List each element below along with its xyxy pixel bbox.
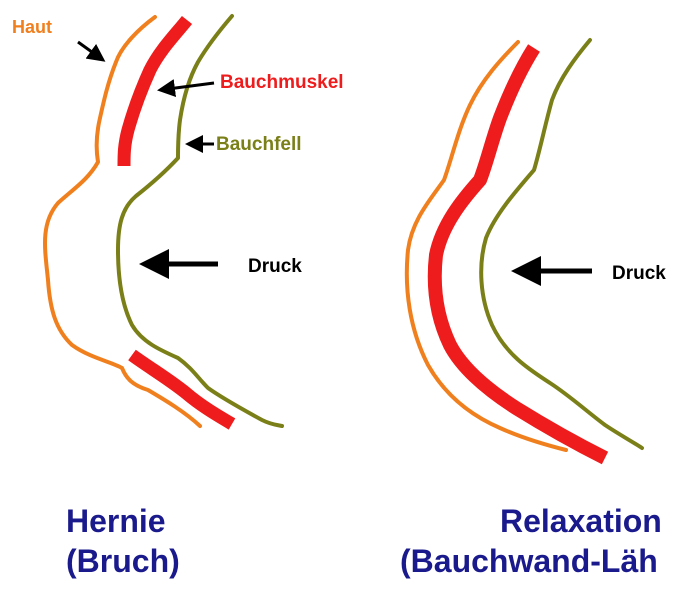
muscle-line-right (435, 48, 605, 458)
caption-left-line1: Hernie (66, 502, 166, 540)
hernia-diagram: Haut Bauchmuskel Bauchfell Druck (12, 16, 344, 426)
pressure-label-right: Druck (612, 263, 666, 284)
caption-right-line1: Relaxation (500, 502, 662, 540)
relaxation-diagram: Druck (407, 40, 666, 458)
pressure-label-left: Druck (248, 256, 302, 277)
peritoneum-label: Bauchfell (216, 134, 302, 155)
muscle-label: Bauchmuskel (220, 72, 344, 93)
caption-right-line2: (Bauchwand-Läh (400, 542, 658, 580)
skin-label: Haut (12, 17, 52, 37)
caption-left-line2: (Bruch) (66, 542, 180, 580)
skin-pointer-arrow (78, 42, 103, 60)
